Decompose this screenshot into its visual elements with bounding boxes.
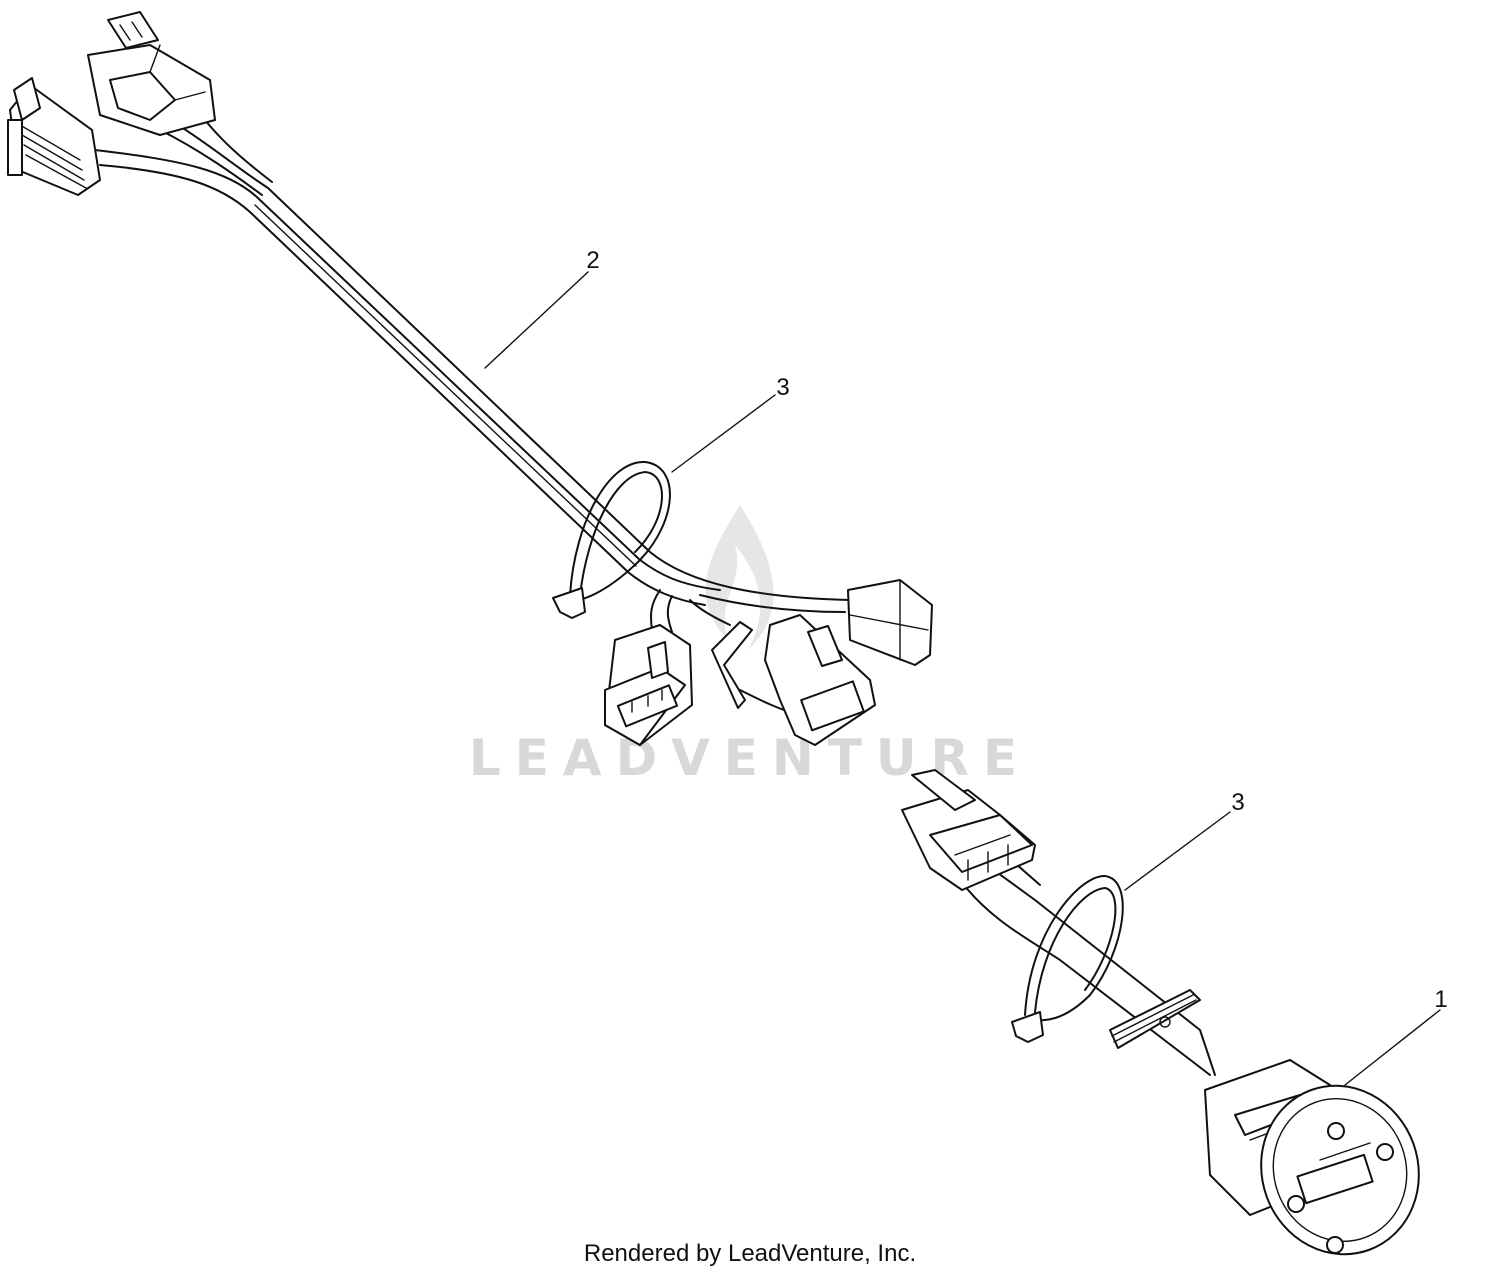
- harness-wire: [94, 149, 721, 591]
- flame-logo-icon: [705, 505, 774, 650]
- callout-2: 2: [484, 247, 600, 369]
- harness-wire: [650, 589, 661, 631]
- hour-meter-face: [1260, 1084, 1420, 1256]
- watermark: LEADVENTURE: [469, 505, 1017, 787]
- harness-wire: [177, 124, 851, 601]
- harness-wire: [699, 594, 846, 613]
- callout-3-upper: 3: [671, 374, 790, 473]
- harness-wire: [254, 204, 637, 567]
- meter-gasket: [1109, 989, 1201, 1049]
- callout-1: 1: [1344, 986, 1448, 1086]
- callout-label: 2: [586, 247, 599, 274]
- wire-boot: [711, 621, 753, 709]
- screw-icon: [1326, 1236, 1344, 1254]
- callout-label: 3: [776, 374, 789, 401]
- harness-wire: [99, 164, 706, 606]
- harness-wire: [689, 599, 731, 626]
- harness-wire: [159, 129, 263, 196]
- cable-tie-lower: [1011, 874, 1124, 1043]
- harness-connector-left: [7, 77, 101, 196]
- screw-icon: [1327, 1122, 1345, 1140]
- meter-wire: [979, 859, 1216, 1076]
- harness-connector-top: [87, 11, 216, 136]
- callout-3-lower: 3: [1124, 789, 1245, 891]
- harness-wire: [666, 595, 673, 633]
- cable-tie-upper: [552, 460, 671, 619]
- callout-label: 3: [1231, 789, 1244, 816]
- meter-wire: [959, 879, 1211, 1076]
- meter-connector-6-pin: [901, 769, 1036, 891]
- screw-icon: [1287, 1195, 1305, 1213]
- meter-display: [1296, 1153, 1374, 1205]
- harness-connector-right: [847, 579, 933, 666]
- harness-connector-2-pin: [764, 614, 876, 746]
- screw-icon: [1376, 1143, 1394, 1161]
- wire-harness: [7, 11, 933, 746]
- callout-label: 1: [1434, 986, 1447, 1013]
- footer-credit: Rendered by LeadVenture, Inc.: [583, 1240, 917, 1267]
- hour-meter-assembly: [901, 769, 1420, 1256]
- harness-wire: [204, 119, 273, 183]
- harness-connector-3-pin: [604, 624, 693, 746]
